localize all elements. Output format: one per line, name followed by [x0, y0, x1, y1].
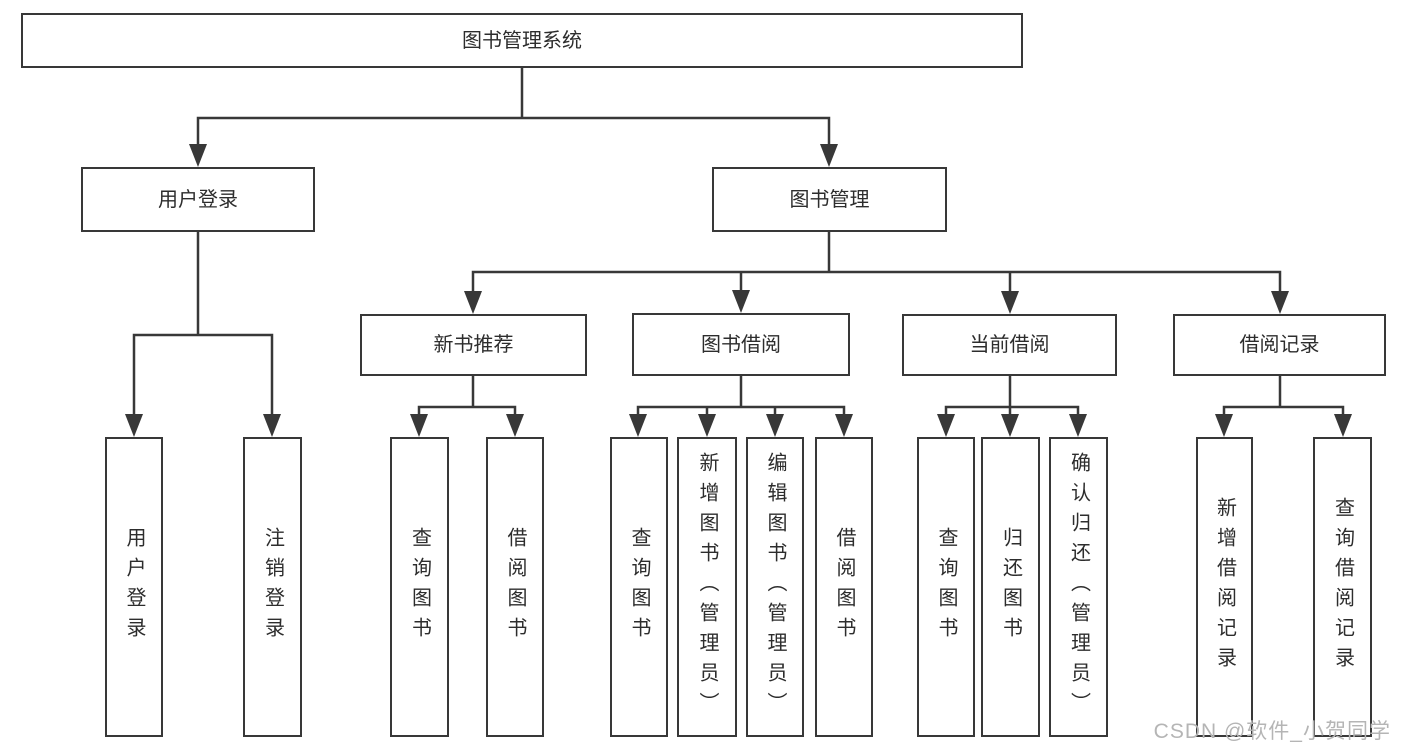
- leaf-cb-confirm-return-admin: 确认归还（管理员）: [1049, 437, 1108, 737]
- csdn-watermark: CSDN @软件_小贺同学: [1153, 720, 1391, 743]
- leaf-br-add-record: 新增借阅记录: [1196, 437, 1253, 737]
- leaf-bb-query-books: 查询图书: [610, 437, 668, 737]
- arrow-icon: [835, 414, 853, 437]
- arrow-icon: [1069, 414, 1087, 437]
- connector-group-root: [132, 68, 1345, 414]
- arrow-icon: [125, 414, 143, 437]
- arrow-icon: [732, 290, 750, 313]
- leaf-nbr-borrow-books: 借阅图书: [486, 437, 544, 737]
- leaf-br-query-record: 查询借阅记录: [1313, 437, 1372, 737]
- arrow-icon: [1215, 414, 1233, 437]
- leaf-nbr-query-books: 查询图书: [390, 437, 449, 737]
- node-new-book-recommend: 新书推荐: [360, 314, 587, 376]
- arrow-icon: [1001, 414, 1019, 437]
- node-book-management: 图书管理: [712, 167, 947, 232]
- arrow-icon: [189, 144, 207, 167]
- leaf-bb-add-books-admin: 新增图书（管理员）: [677, 437, 737, 737]
- arrow-icon: [1271, 291, 1289, 314]
- node-borrow-records: 借阅记录: [1173, 314, 1386, 376]
- arrow-icon: [1334, 414, 1352, 437]
- leaf-user-login: 用户登录: [105, 437, 163, 737]
- arrow-icon: [506, 414, 524, 437]
- arrow-icon: [263, 414, 281, 437]
- arrow-icon: [766, 414, 784, 437]
- leaf-bb-edit-books-admin: 编辑图书（管理员）: [746, 437, 804, 737]
- arrow-icon: [410, 414, 428, 437]
- leaf-logout: 注销登录: [243, 437, 302, 737]
- leaf-cb-return-books: 归还图书: [981, 437, 1040, 737]
- node-book-borrow: 图书借阅: [632, 313, 850, 376]
- leaf-bb-borrow-books: 借阅图书: [815, 437, 873, 737]
- arrow-icon: [698, 414, 716, 437]
- leaf-cb-query-books: 查询图书: [917, 437, 975, 737]
- arrow-icon: [1001, 291, 1019, 314]
- arrow-icon: [464, 291, 482, 314]
- arrow-icon: [937, 414, 955, 437]
- arrow-icon: [629, 414, 647, 437]
- node-user-login: 用户登录: [81, 167, 315, 232]
- arrow-icon: [820, 144, 838, 167]
- node-current-borrow: 当前借阅: [902, 314, 1117, 376]
- arrowheads: [125, 144, 1352, 437]
- node-root: 图书管理系统: [21, 13, 1023, 68]
